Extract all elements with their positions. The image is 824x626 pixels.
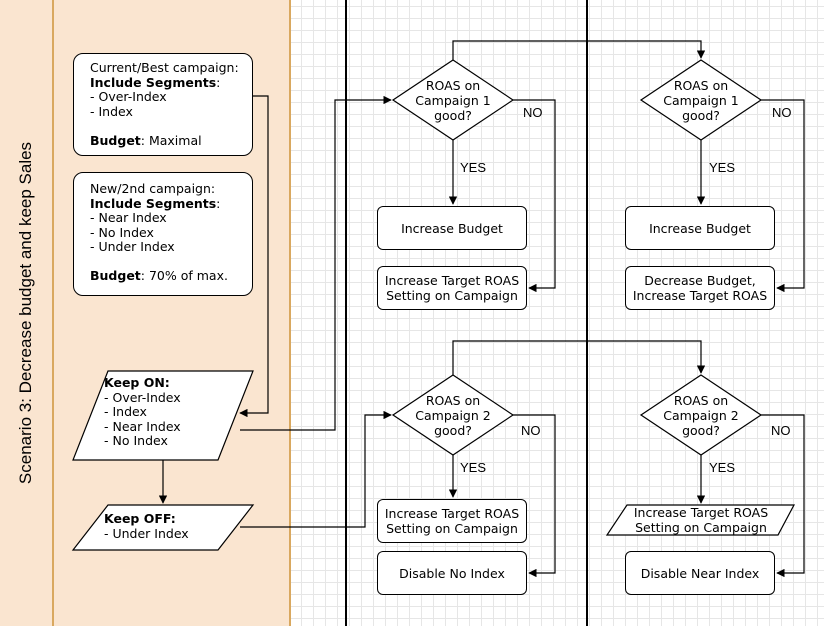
new-campaign-budget-label: Budget (90, 268, 141, 283)
swimlane-border (289, 0, 291, 626)
new-campaign-budget-value: : 70% of max. (140, 268, 228, 283)
new-campaign-title: New/2nd campaign: (90, 181, 216, 196)
no-label: NO (772, 105, 792, 120)
keep-off-item: - Under Index (104, 525, 189, 541)
decision-c2-left[interactable]: ROAS on Campaign 2 good? (403, 393, 503, 438)
decision-text: ROAS on (425, 393, 481, 408)
decision-c1-left[interactable]: ROAS on Campaign 1 good? (403, 78, 503, 123)
action-increase-target-roas[interactable]: Increase Target ROAS Setting on Campaign (617, 505, 785, 535)
decision-text: Campaign 2 (663, 408, 739, 423)
action-text: Disable No Index (399, 565, 505, 581)
action-disable-no-index[interactable]: Disable No Index (377, 551, 527, 595)
column-divider-2 (586, 0, 588, 626)
new-campaign-include-label: Include Segments (90, 195, 217, 211)
current-campaign-budget-value: : Maximal (140, 132, 202, 148)
keep-on-item: - No Index (104, 433, 168, 448)
current-campaign-card[interactable]: Current/Best campaign: Include Segments:… (73, 53, 253, 156)
no-label: NO (521, 423, 541, 438)
current-campaign-item: - Index (90, 103, 133, 119)
decision-text: ROAS on (673, 78, 729, 93)
yes-label: YES (709, 160, 736, 175)
action-disable-near-index[interactable]: Disable Near Index (625, 551, 775, 595)
action-increase-target-roas[interactable]: Increase Target ROAS Setting on Campaign (377, 499, 527, 543)
action-text: Increase Target ROAS (632, 288, 768, 303)
decision-text: Campaign 2 (415, 408, 491, 423)
yes-label: YES (460, 160, 487, 175)
action-text: Setting on Campaign (386, 288, 518, 303)
decision-text: ROAS on (673, 393, 729, 408)
keep-on-label: Keep ON: (104, 375, 170, 390)
action-increase-budget[interactable]: Increase Budget (625, 206, 775, 250)
action-text: Setting on Campaign (386, 521, 518, 536)
decision-text: good? (434, 108, 472, 123)
yes-label: YES (709, 460, 736, 475)
no-label: NO (771, 423, 791, 438)
column-divider-1 (345, 0, 347, 626)
decision-text: good? (682, 108, 720, 123)
decision-text: good? (434, 423, 472, 438)
keep-off-node[interactable]: Keep OFF: - Under Index (104, 511, 224, 544)
swimlane-header (0, 0, 54, 626)
action-decrease-budget-increase-roas[interactable]: Decrease Budget, Increase Target ROAS (625, 266, 775, 310)
action-increase-target-roas[interactable]: Increase Target ROAS Setting on Campaign (377, 266, 527, 310)
action-text: Increase Budget (649, 220, 751, 236)
new-campaign-card[interactable]: New/2nd campaign: Include Segments: - Ne… (73, 172, 253, 296)
current-campaign-include-label: Include Segments (90, 74, 217, 90)
new-campaign-item: - Near Index (90, 210, 167, 225)
action-text: Disable Near Index (640, 565, 760, 581)
decision-text: good? (682, 423, 720, 438)
keep-on-item: - Index (104, 404, 147, 419)
keep-off-label: Keep OFF: (104, 511, 176, 526)
new-campaign-item: - Under Index (90, 239, 175, 254)
action-text: Increase Target ROAS (384, 273, 520, 288)
yes-label: YES (460, 460, 487, 475)
current-campaign-title: Current/Best campaign: (90, 60, 239, 75)
current-campaign-item: - Over-Index (90, 89, 167, 104)
action-text: Increase Target ROAS (633, 505, 769, 520)
decision-c1-right[interactable]: ROAS on Campaign 1 good? (651, 78, 751, 123)
decision-text: Campaign 1 (415, 93, 491, 108)
keep-off-shape (71, 504, 255, 551)
keep-on-shape (72, 370, 254, 461)
current-campaign-budget-label: Budget (90, 132, 141, 148)
action-text: Increase Target ROAS (384, 506, 520, 521)
decision-text: Campaign 1 (663, 93, 739, 108)
decision-text: ROAS on (425, 78, 481, 93)
action-text: Increase Budget (401, 220, 503, 236)
action-shape (605, 504, 795, 536)
action-increase-budget[interactable]: Increase Budget (377, 206, 527, 250)
keep-on-item: - Over-Index (104, 389, 181, 405)
action-text: Decrease Budget, (644, 273, 756, 288)
new-campaign-item: - No Index (90, 224, 154, 240)
keep-on-node[interactable]: Keep ON: - Over-Index - Index - Near Ind… (104, 375, 224, 456)
keep-on-item: - Near Index (104, 418, 181, 434)
decision-c2-right[interactable]: ROAS on Campaign 2 good? (651, 393, 751, 438)
action-text: Setting on Campaign (635, 520, 767, 535)
no-label: NO (523, 105, 543, 120)
